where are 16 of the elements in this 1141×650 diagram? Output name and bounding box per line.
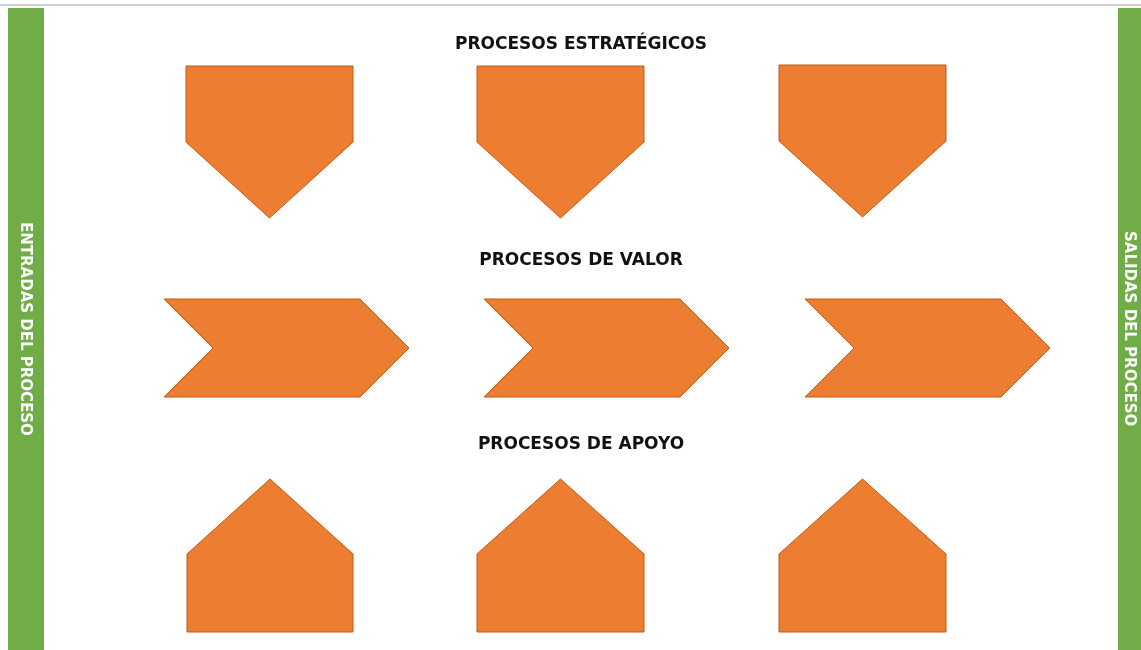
chevron-shape [484, 299, 729, 397]
pentagon-shape [186, 66, 353, 218]
pentagon-shape [477, 66, 644, 218]
band-label: ENTRADAS DEL PROCESO [17, 222, 35, 436]
pentagon-shape [477, 479, 644, 632]
side-band [8, 8, 44, 650]
pentagon-shape [779, 65, 946, 217]
pentagon-shape [187, 479, 353, 632]
section-heading: PROCESOS DE APOYO [477, 433, 685, 453]
section-heading: PROCESOS ESTRATÉGICOS [455, 33, 707, 53]
chevron-shape [805, 299, 1050, 397]
band-label: SALIDAS DEL PROCESO [1120, 231, 1139, 427]
side-band [1118, 8, 1141, 650]
chevron-shape [164, 299, 409, 397]
section-heading: PROCESOS DE VALOR [479, 249, 683, 269]
pentagon-shape [779, 479, 946, 632]
